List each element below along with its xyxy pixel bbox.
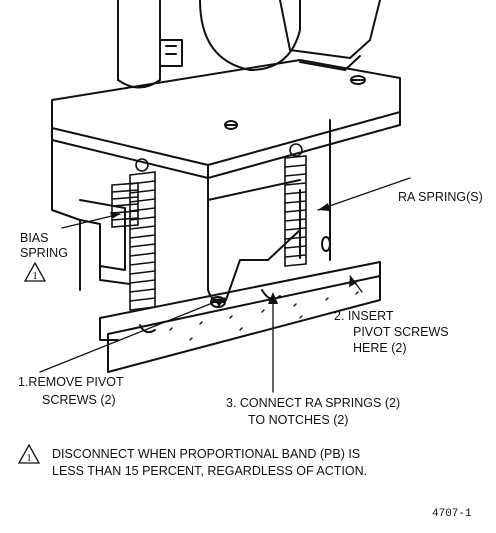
connect-label-line2: TO NOTCHES (2) (248, 413, 349, 427)
note-line2: LESS THAN 15 PERCENT, REGARDLESS OF ACTI… (52, 464, 368, 478)
right-ra-spring (284, 143, 307, 267)
rail-ticks (169, 291, 359, 341)
base-rail (99, 261, 381, 373)
bias-label-line2: SPRING (20, 246, 68, 260)
insert-label-line2: PIVOT SCREWS (353, 325, 449, 339)
remove-label-line1: 1.REMOVE PIVOT (18, 375, 124, 389)
plate-screw-2 (350, 75, 366, 85)
upper-housing (199, 0, 381, 71)
figure-number: 4707-1 (432, 508, 472, 520)
remove-label-line2: SCREWS (2) (42, 393, 116, 407)
top-plate (51, 59, 401, 179)
note-warning-triangle-icon: 1 (17, 443, 41, 464)
pivot-screw-right (321, 236, 331, 252)
plate-screw-1 (224, 120, 238, 130)
warning-triangle-icon: 1 (23, 261, 47, 282)
warning-marker: 1 (32, 270, 38, 282)
note-warning-marker: 1 (26, 452, 32, 464)
clip (159, 39, 183, 67)
left-bracket (79, 199, 131, 285)
upper-post (117, 0, 161, 89)
ra-springs-label: RA SPRING(S) (398, 190, 483, 204)
connect-label-line1: 3. CONNECT RA SPRINGS (2) (226, 396, 401, 410)
note-line1: DISCONNECT WHEN PROPORTIONAL BAND (PB) I… (52, 447, 361, 461)
leader-lines (39, 177, 411, 393)
insert-label-line1: 2. INSERT (334, 309, 394, 323)
left-ra-spring (129, 158, 156, 311)
bias-label-line1: BIAS (20, 231, 49, 245)
insert-label-line3: HERE (2) (353, 341, 407, 355)
bias-spring (111, 182, 139, 228)
